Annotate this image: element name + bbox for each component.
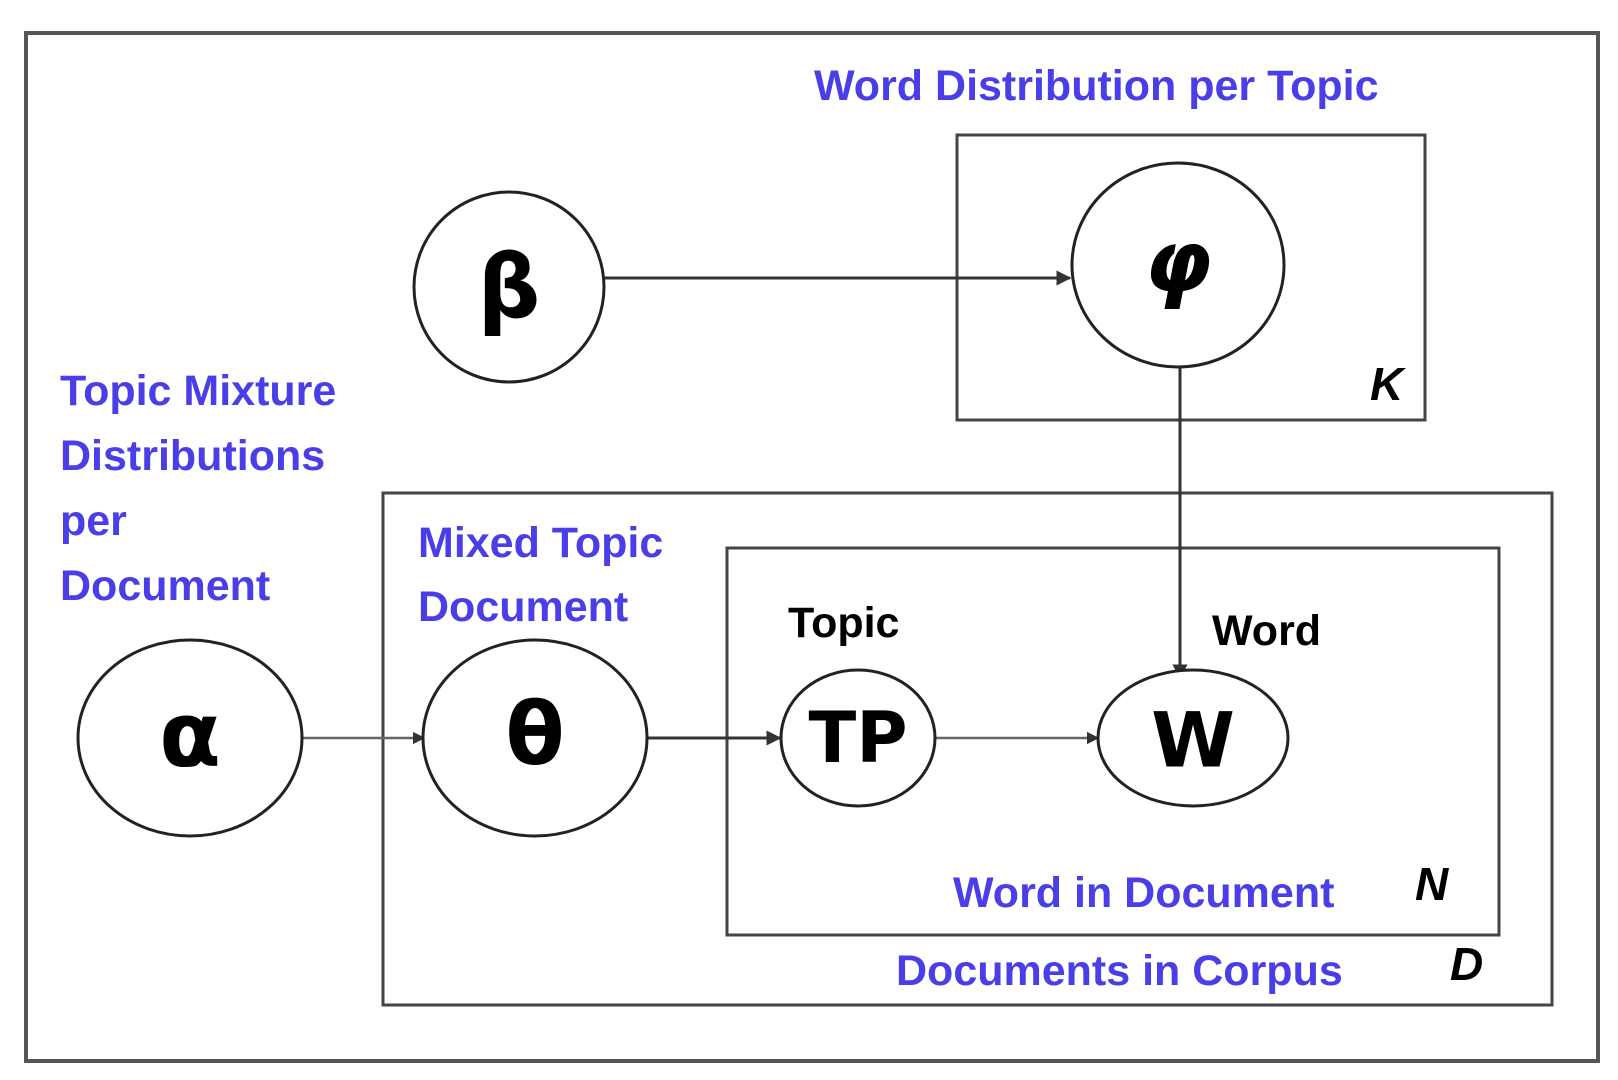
node-beta: β	[412, 190, 606, 384]
node-word-symbol: W	[1151, 696, 1235, 785]
node-topic-symbol: TP	[808, 697, 907, 779]
node-alpha: α	[76, 638, 304, 838]
plate-documents	[381, 491, 1554, 1007]
node-beta-symbol: β	[478, 236, 541, 339]
label-mixed-topic-line1: Mixed Topic	[418, 519, 663, 567]
label-topic-mixture-line3: per	[60, 497, 127, 545]
node-word: W	[1096, 668, 1290, 808]
outer-frame	[24, 31, 1600, 1063]
node-alpha-symbol: α	[159, 683, 221, 788]
label-mixed-topic-line2: Document	[418, 583, 628, 631]
label-topic-mixture-line1: Topic Mixture	[60, 367, 336, 415]
node-theta: θ	[421, 638, 649, 838]
node-topic: TP	[779, 668, 937, 808]
label-topic-mixture-line4: Document	[60, 562, 270, 610]
plate-label-k: K	[1370, 358, 1406, 410]
plate-label-n: N	[1415, 858, 1449, 910]
label-topic-mixture-line2: Distributions	[60, 432, 325, 480]
node-phi-symbol: φ	[1144, 212, 1211, 312]
label-topic: Topic	[788, 599, 899, 647]
label-word: Word	[1212, 607, 1321, 655]
label-word-distribution-per-topic: Word Distribution per Topic	[814, 62, 1379, 110]
node-phi: φ	[1070, 161, 1286, 369]
label-documents-in-corpus: Documents in Corpus	[896, 947, 1343, 995]
plate-label-d: D	[1450, 938, 1483, 990]
node-theta-symbol: θ	[505, 685, 564, 785]
label-word-in-document: Word in Document	[953, 869, 1334, 917]
plate-words	[725, 546, 1501, 937]
